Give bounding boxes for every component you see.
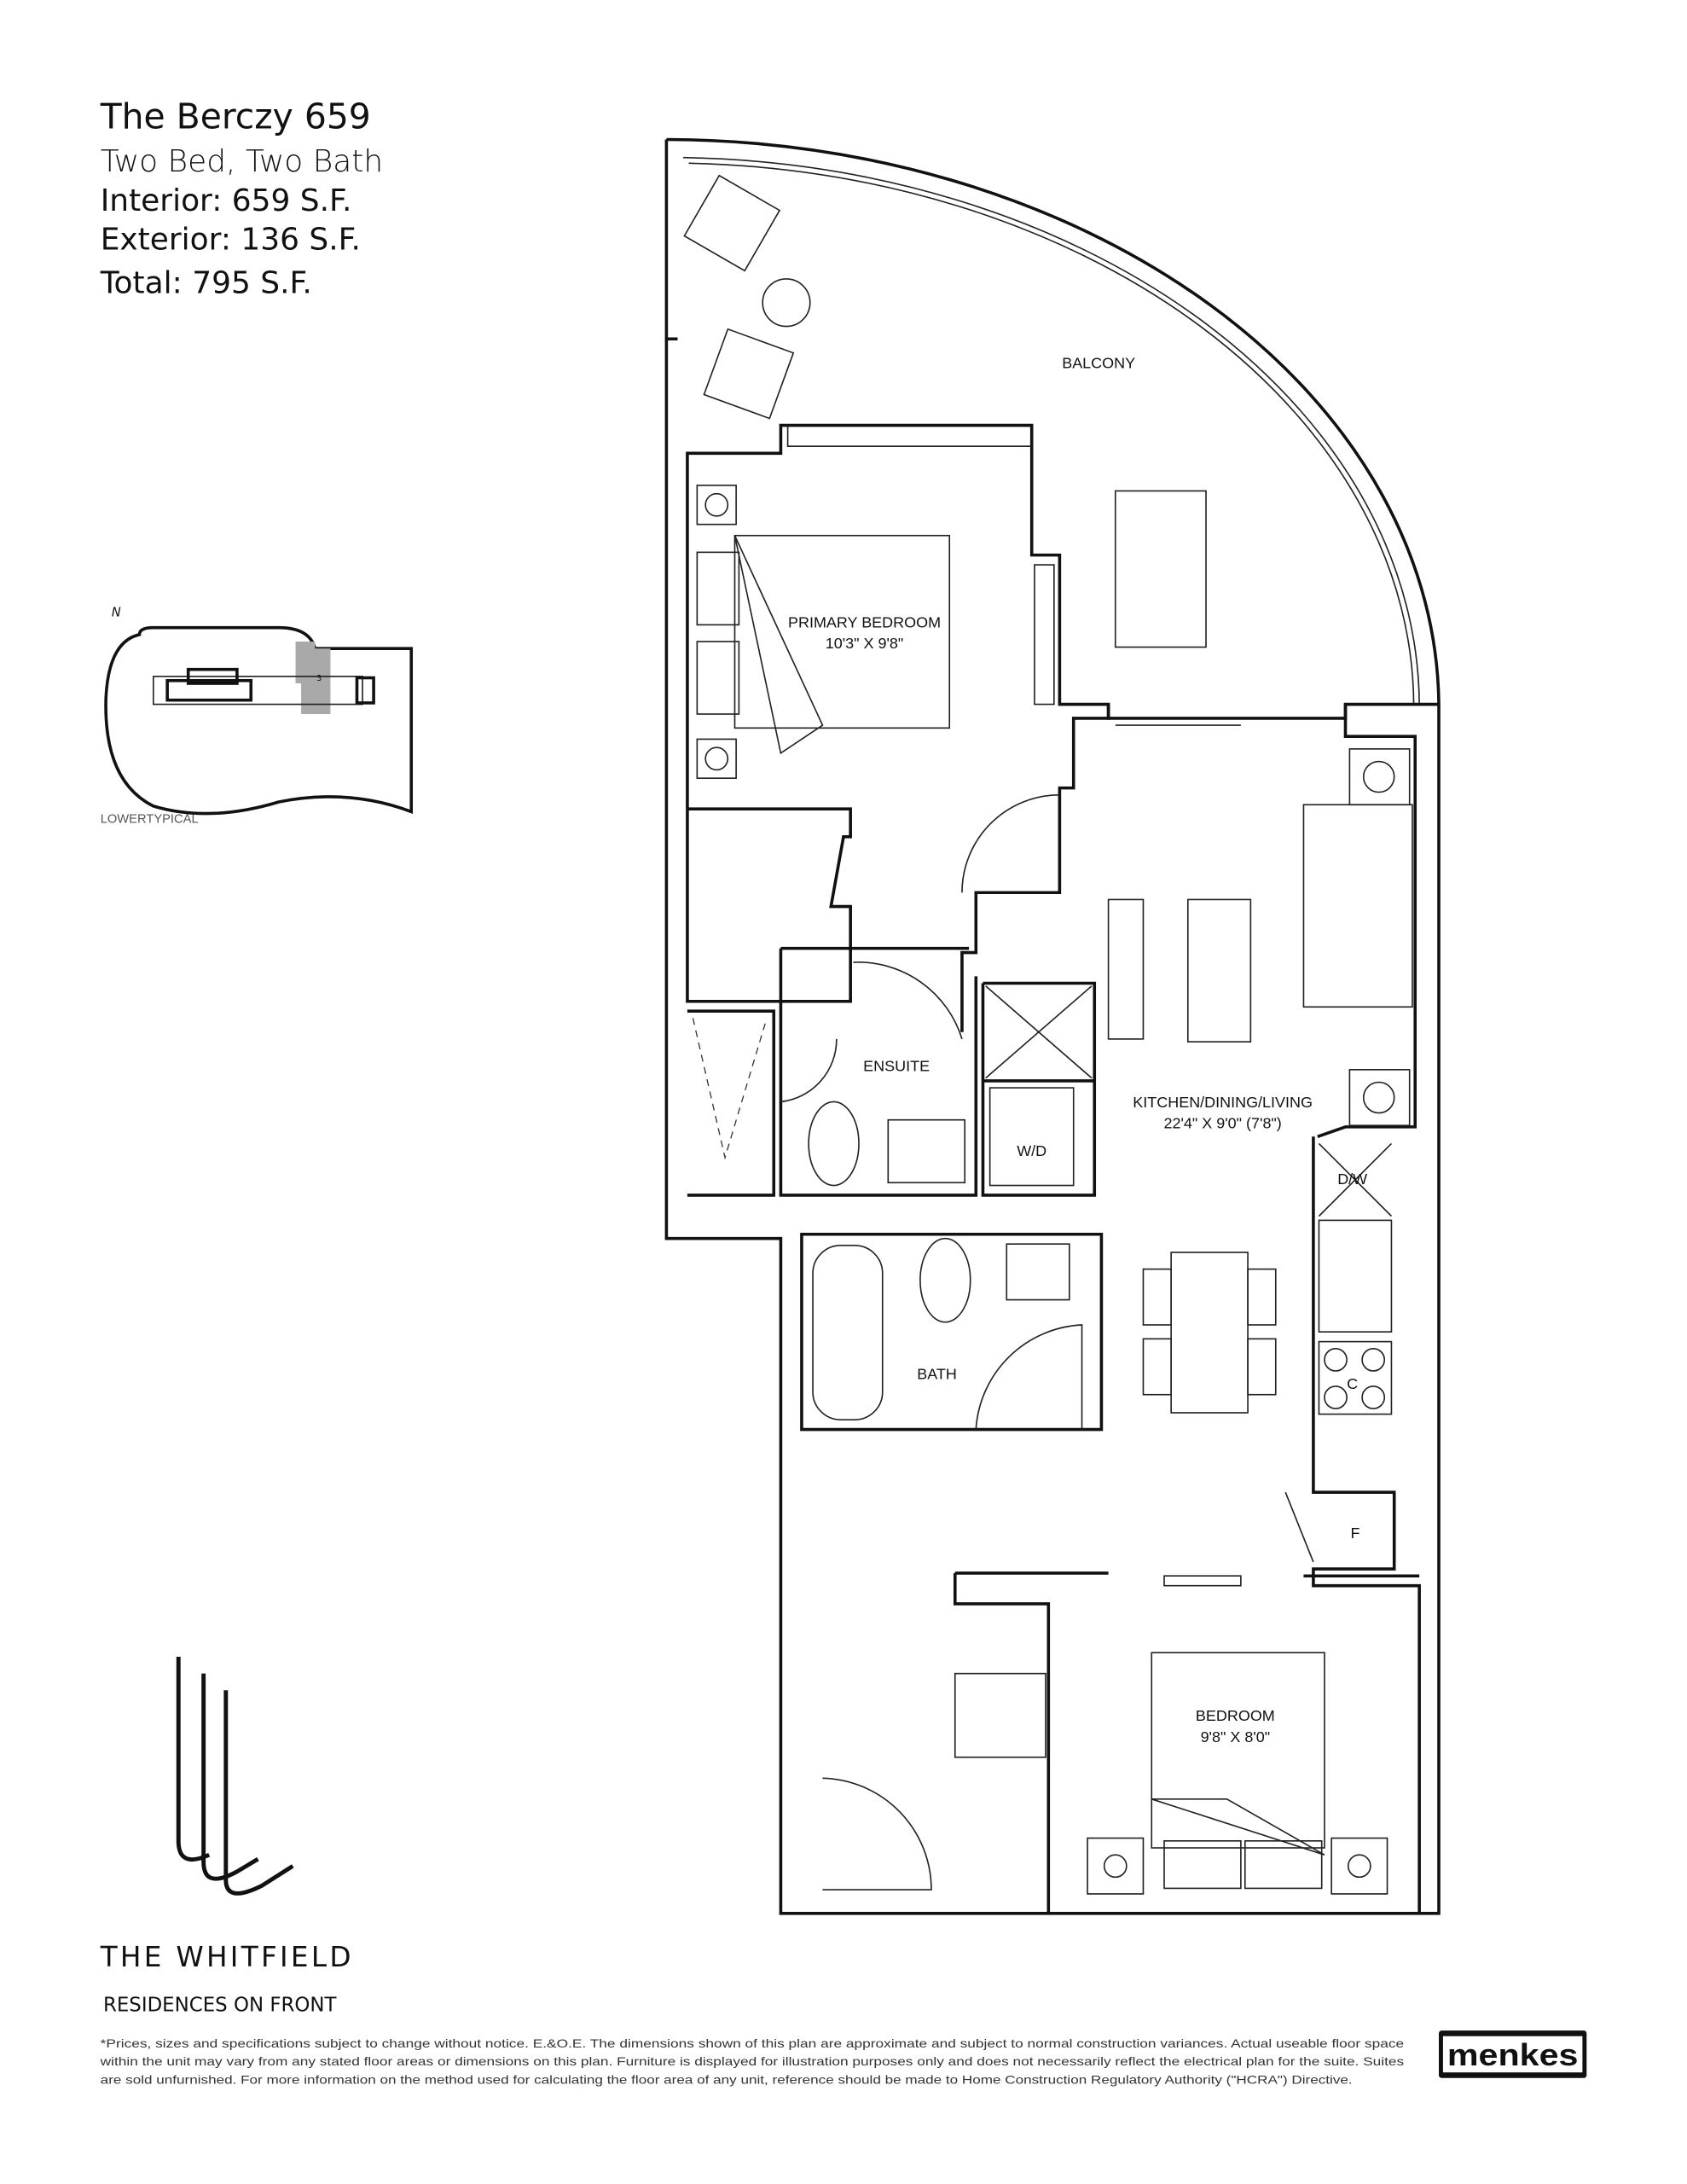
sofa [1302, 804, 1413, 1008]
coffee-table [1186, 898, 1252, 1043]
svg-text:menkes: menkes [1447, 2037, 1579, 2072]
label-balcony: BALCONY [1062, 355, 1135, 372]
dim-primary-bedroom: 10'3" X 9'8" [826, 635, 904, 652]
total-area: Total: 795 S.F. [100, 265, 312, 300]
primary-bed [733, 534, 951, 729]
brand-name: THE WHITFIELD [100, 1941, 354, 1973]
label-ensuite: ENSUITE [863, 1057, 930, 1074]
walls [664, 137, 1441, 1915]
dining-table [1170, 1252, 1249, 1414]
interior-area: Interior: 659 S.F. [101, 183, 352, 218]
label-primary-bedroom: PRIMARY BEDROOM [788, 614, 941, 631]
disclaimer-line: are sold unfurnished. For more informati… [101, 2072, 1353, 2086]
brand-tagline: RESIDENCES ON FRONT [103, 1994, 338, 2016]
furniture [683, 174, 1413, 1895]
unit-number: 3 [316, 674, 322, 683]
label-fridge: F [1350, 1525, 1359, 1542]
bathtub [812, 1245, 884, 1420]
label-bedroom: BEDROOM [1196, 1707, 1275, 1724]
disclaimer-line: within the unit may vary from any stated… [99, 2054, 1404, 2068]
dim-kdl: 22'4" X 9'0" (7'8") [1163, 1115, 1281, 1132]
unit-info: The Berczy 659 Two Bed, Two Bath Interio… [100, 96, 383, 300]
label-bath: BATH [917, 1366, 957, 1383]
label-cooktop: C [1347, 1375, 1358, 1392]
unit-type: Two Bed, Two Bath [101, 144, 383, 179]
disclaimer-line: *Prices, sizes and specifications subjec… [101, 2036, 1405, 2050]
dim-bedroom: 9'8" X 8'0" [1201, 1728, 1271, 1745]
menkes-logo: menkes [1439, 2030, 1587, 2078]
bedroom-bed [1151, 1652, 1325, 1849]
label-kdl: KITCHEN/DINING/LIVING [1133, 1094, 1313, 1111]
label-wd: W/D [1017, 1142, 1046, 1159]
keyplan-label: LOWERTYPICAL [101, 813, 199, 827]
room-labels: BALCONY PRIMARY BEDROOM 10'3" X 9'8" ENS… [788, 355, 1367, 1745]
key-plan: N 3 LOWERTYPICAL [101, 606, 414, 827]
label-dw: D/W [1337, 1170, 1367, 1188]
unit-title: The Berczy 659 [100, 96, 371, 136]
highlighted-unit [295, 641, 331, 714]
disclaimer: *Prices, sizes and specifications subjec… [99, 2036, 1404, 2087]
whitfield-logo-icon [176, 1657, 294, 1896]
exterior-area: Exterior: 136 S.F. [101, 223, 361, 258]
door-swings [780, 793, 1314, 1891]
north-arrow-icon: N [112, 606, 121, 620]
